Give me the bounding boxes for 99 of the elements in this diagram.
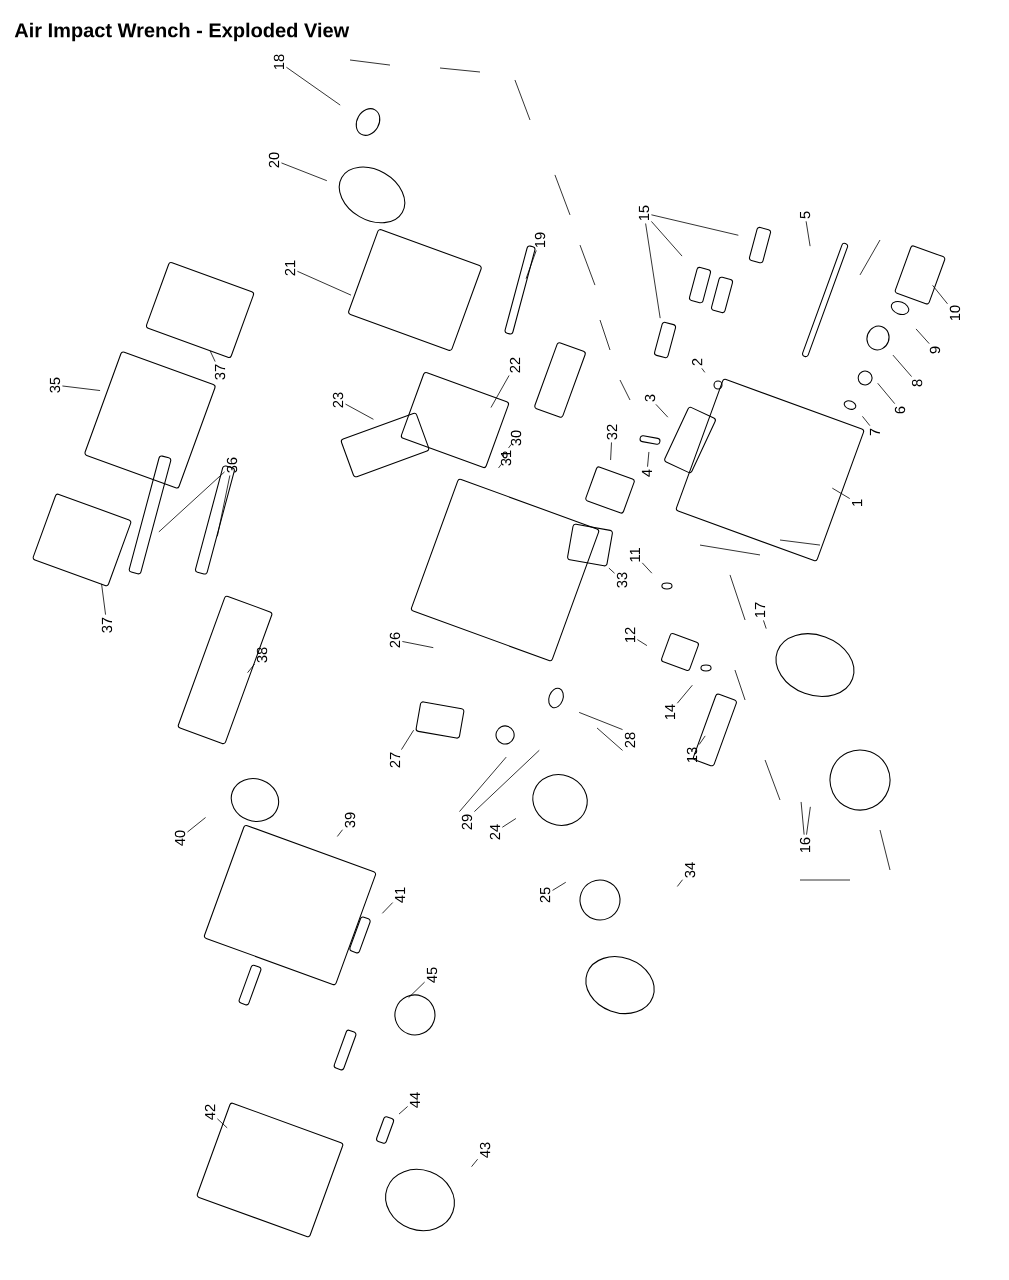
leader-line: [490, 375, 510, 408]
leader-line: [247, 663, 255, 674]
callout-number: 2: [691, 358, 703, 366]
callout-number: 28: [624, 732, 636, 748]
leader-line: [805, 220, 811, 247]
callout-number: 37: [101, 617, 113, 633]
callout-number: 12: [624, 627, 636, 642]
leader-line: [655, 403, 669, 418]
callout-number: 1: [852, 499, 863, 506]
callout-number: 29: [461, 814, 473, 830]
leader-line: [877, 382, 896, 405]
leader-line: [596, 727, 623, 751]
leader-line: [763, 620, 767, 629]
callout-number: 33: [616, 572, 628, 588]
callout-number: 9: [929, 346, 941, 354]
leader-line: [608, 567, 615, 574]
leader-line: [285, 66, 341, 106]
callout-number: 6: [894, 406, 906, 414]
callout-number: 13: [686, 747, 698, 762]
leader-line: [862, 415, 871, 427]
leader-line: [508, 444, 512, 449]
leader-line: [336, 829, 343, 837]
callout-number: 35: [49, 377, 61, 393]
callout-number: 15: [638, 205, 650, 221]
leader-line: [645, 223, 661, 319]
leader-line: [800, 801, 805, 836]
callout-number: 38: [256, 647, 268, 663]
callout-number: 18: [273, 54, 285, 70]
callout-number: 36: [226, 457, 238, 473]
callout-number: 45: [426, 967, 438, 983]
leader-line: [381, 902, 394, 914]
callout-number: 3: [644, 394, 656, 402]
leader-line: [401, 641, 434, 649]
leader-line: [647, 451, 650, 468]
callout-number: 26: [389, 632, 401, 648]
callout-number: 23: [332, 392, 344, 408]
leader-line: [578, 712, 623, 730]
callout-number: 44: [409, 1092, 420, 1108]
callout-number: 40: [174, 830, 186, 846]
leader-line: [408, 981, 425, 999]
callout-number: 27: [389, 752, 401, 768]
leader-line: [676, 684, 693, 704]
leader-line: [932, 284, 948, 305]
title: Air Impact Wrench - Exploded View: [14, 22, 350, 42]
callout-number: 16: [799, 837, 811, 853]
callout-number: 31: [500, 450, 512, 466]
leader-line: [525, 250, 537, 280]
callout-number: 17: [754, 602, 765, 618]
leader-line: [698, 735, 706, 745]
leader-line: [398, 1106, 408, 1115]
callout-number: 34: [684, 862, 696, 878]
callout-number: 24: [489, 824, 501, 840]
callout-number: 20: [268, 152, 280, 168]
leader-line: [676, 879, 683, 887]
leader-line: [216, 475, 231, 537]
callout-number: 14: [664, 704, 675, 720]
callout-number: 32: [606, 424, 618, 440]
callout-number: 25: [539, 887, 551, 903]
leader-line: [636, 639, 648, 646]
leader-line: [473, 749, 540, 812]
callout-number: 21: [284, 260, 296, 276]
callout-number: 8: [911, 379, 923, 387]
leader-line: [915, 328, 930, 345]
leader-line: [806, 806, 811, 836]
leader-line: [281, 162, 328, 182]
callout-number: 37: [214, 364, 226, 380]
leader-line: [187, 817, 206, 833]
leader-line: [158, 471, 225, 533]
callout-number: 5: [799, 211, 811, 219]
callout-number: 11: [629, 548, 640, 562]
leader-line: [345, 403, 374, 420]
callout-number: 41: [394, 887, 405, 903]
callout-number: 39: [344, 812, 356, 828]
leader-line: [401, 729, 414, 750]
leader-line: [641, 562, 653, 574]
leader-line: [209, 350, 216, 362]
leader-line: [701, 367, 706, 373]
callout-number: 30: [510, 430, 522, 446]
leader-line: [296, 270, 352, 296]
callout-number: 22: [509, 357, 521, 373]
callout-number: 43: [479, 1142, 491, 1158]
leader-line: [471, 1158, 478, 1168]
leader-line: [459, 756, 507, 812]
callout-number: 10: [949, 305, 961, 321]
callout-number: 7: [869, 428, 880, 436]
leader-line: [61, 385, 101, 391]
callout-number: 42: [204, 1104, 216, 1120]
leader-line: [498, 464, 502, 469]
leader-line: [216, 1118, 228, 1129]
leader-line: [831, 487, 851, 499]
leader-line: [650, 214, 739, 236]
leader-line: [650, 221, 683, 257]
leader-line: [552, 881, 567, 891]
callout-number: 19: [534, 232, 546, 248]
leader-line: [610, 442, 612, 461]
leader-line: [101, 583, 106, 616]
leader-line: [501, 818, 517, 828]
leader-line: [892, 354, 912, 377]
callout-number: 4: [641, 469, 652, 477]
